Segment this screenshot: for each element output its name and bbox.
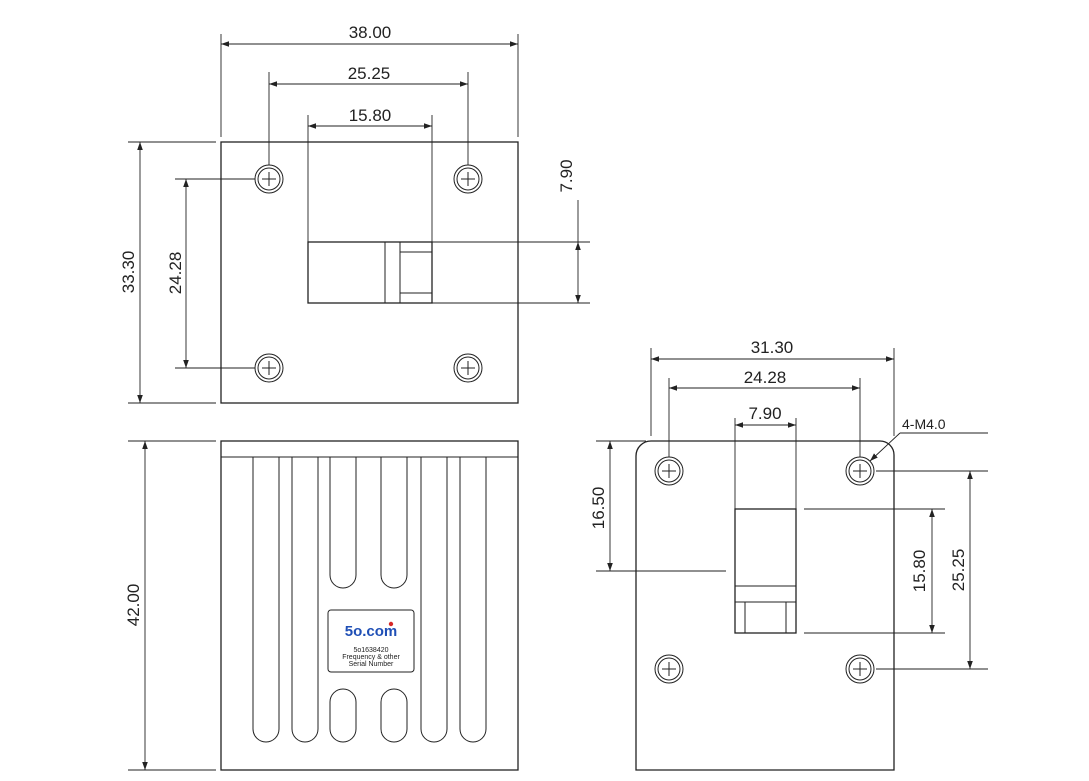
front-height-dim: 42.00 bbox=[124, 584, 143, 627]
fin-slot bbox=[420, 457, 448, 743]
flange-port-width-dim: 7.90 bbox=[748, 404, 781, 423]
product-label: 5o.com 5o1638420 Frequency & other Seria… bbox=[327, 609, 415, 673]
mounting-hole bbox=[254, 164, 284, 194]
top-port-height-dim: 7.90 bbox=[557, 159, 576, 192]
flange-view-holes bbox=[654, 456, 875, 684]
mounting-hole bbox=[654, 654, 684, 684]
mounting-hole bbox=[453, 164, 483, 194]
label-logo: 5o.com bbox=[345, 623, 398, 640]
fin-slot bbox=[291, 457, 319, 743]
front-view-body bbox=[220, 440, 519, 771]
mounting-hole bbox=[254, 353, 284, 383]
mounting-hole bbox=[654, 456, 684, 486]
top-view: 38.00 25.25 15.80 7.90 33.30 24.28 bbox=[119, 23, 590, 404]
flange-view-port bbox=[734, 508, 797, 634]
fin-slot bbox=[380, 457, 408, 589]
fin-slot bbox=[329, 457, 357, 589]
flange-width-dim: 31.30 bbox=[751, 338, 794, 357]
label-line2: Frequency & other bbox=[342, 654, 400, 661]
mounting-hole bbox=[453, 353, 483, 383]
top-hole-spacing-y-dim: 24.28 bbox=[166, 252, 185, 295]
flange-port-offset-dim: 16.50 bbox=[589, 487, 608, 530]
top-port-width-dim: 15.80 bbox=[349, 106, 392, 125]
top-view-port bbox=[307, 241, 433, 304]
top-width-dim: 38.00 bbox=[349, 23, 392, 42]
flange-view-body bbox=[635, 440, 895, 771]
flange-hole-callout: 4-M4.0 bbox=[902, 416, 946, 432]
fin-slot bbox=[252, 457, 280, 743]
fin-slot bbox=[459, 457, 487, 743]
flange-hole-spacing-y-dim: 25.25 bbox=[949, 549, 968, 592]
mounting-hole bbox=[845, 654, 875, 684]
flange-view: 31.30 24.28 7.90 4-M4.0 16.50 15.80 25.2… bbox=[589, 338, 988, 771]
mounting-hole bbox=[845, 456, 875, 486]
front-view: 5o.com 5o1638420 Frequency & other Seria… bbox=[124, 440, 519, 771]
lower-slot bbox=[329, 688, 357, 743]
flange-port-height-dim: 15.80 bbox=[910, 550, 929, 593]
heatsink-slots bbox=[252, 457, 487, 743]
label-part-number: 5o1638420 bbox=[353, 647, 388, 654]
lower-slot bbox=[380, 688, 408, 743]
top-hole-spacing-x-dim: 25.25 bbox=[348, 64, 391, 83]
top-view-body bbox=[220, 141, 519, 404]
top-height-dim: 33.30 bbox=[119, 251, 138, 294]
label-line3: Serial Number bbox=[349, 661, 394, 668]
top-view-holes bbox=[254, 164, 483, 383]
flange-hole-spacing-x-dim: 24.28 bbox=[744, 368, 787, 387]
